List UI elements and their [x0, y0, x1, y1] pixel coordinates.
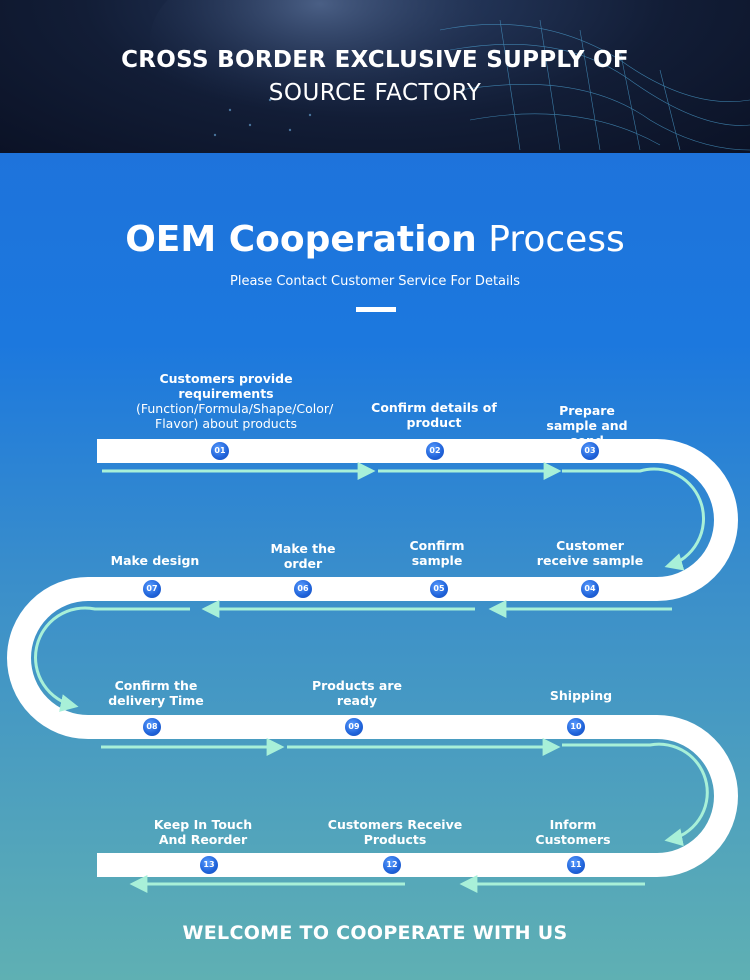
step-07-badge: 07: [143, 580, 161, 598]
step-08-badge: 08: [143, 718, 161, 736]
step-13-badge: 13: [200, 856, 218, 874]
step-09-badge: 09: [345, 718, 363, 736]
step-02-label: Confirm details of product: [371, 400, 497, 430]
hero-title: CROSS BORDER EXCLUSIVE SUPPLY OF: [121, 47, 629, 73]
step-05-badge: 05: [430, 580, 448, 598]
step-11-badge: 11: [567, 856, 585, 874]
step-01-detail: (Function/Formula/Shape/Color/ Flavor) a…: [136, 401, 334, 431]
step-08-label: Confirm the delivery Time: [108, 678, 204, 708]
step-06-label: Make the order: [270, 541, 336, 571]
section-title: OEM Cooperation Process: [0, 219, 750, 260]
arrow-03-04: [562, 467, 706, 571]
step-05-label: Confirm sample: [409, 538, 465, 568]
footer-welcome: WELCOME TO COOPERATE WITH US: [182, 922, 568, 944]
step-10-label: Shipping: [549, 688, 613, 703]
step-10-badge: 10: [567, 718, 585, 736]
step-01-title: Customers provide requirements: [159, 371, 293, 401]
step-03-badge: 03: [581, 442, 599, 460]
step-06-badge: 06: [294, 580, 312, 598]
step-04-label: Customer receive sample: [536, 538, 644, 568]
hero-background-art: [150, 0, 750, 151]
step-12-label: Customers Receive Products: [327, 817, 463, 847]
step-01-badge: 01: [211, 442, 229, 460]
section-title-light: Process: [488, 219, 625, 260]
step-12-badge: 12: [383, 856, 401, 874]
arrow-10-11: [562, 742, 709, 847]
step-09-label: Products are ready: [311, 678, 402, 708]
hero-subtitle: SOURCE FACTORY: [268, 80, 482, 106]
step-02-badge: 02: [426, 442, 444, 460]
step-04-badge: 04: [581, 580, 599, 598]
section-subtitle: Please Contact Customer Service For Deta…: [230, 274, 520, 289]
track-band: [7, 439, 738, 877]
step-01-label: Customers provide requirements (Function…: [136, 371, 334, 431]
section-title-bold: OEM Cooperation: [125, 219, 477, 260]
step-13-label: Keep In Touch And Reorder: [153, 817, 253, 847]
step-07-label: Make design: [110, 553, 200, 568]
hero-banner: CROSS BORDER EXCLUSIVE SUPPLY OF SOURCE …: [0, 0, 750, 153]
step-11-label: Inform Customers: [535, 817, 611, 847]
arrow-07-08: [34, 606, 190, 712]
title-underline: [356, 307, 396, 312]
step-03-label: Prepare sample and send: [546, 403, 628, 448]
